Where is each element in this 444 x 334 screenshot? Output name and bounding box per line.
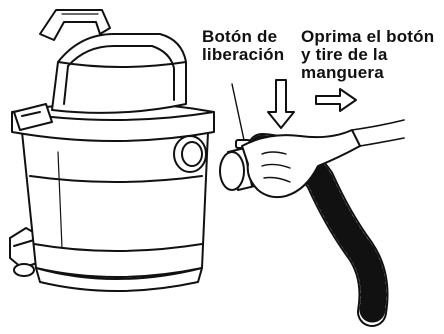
instruction-label-line-1: Oprima el botón: [301, 28, 434, 45]
hand: [242, 130, 360, 197]
instruction-label-line-2: y tire de la: [301, 46, 388, 63]
release-button-label-line-1: Botón de: [202, 28, 277, 45]
instruction-label-line-3: manguera: [301, 64, 384, 81]
release-leader-line: [232, 84, 244, 140]
release-button-label-line-2: liberación: [202, 46, 284, 63]
press-down-arrow: [268, 80, 294, 128]
pull-right-arrow: [316, 89, 356, 111]
